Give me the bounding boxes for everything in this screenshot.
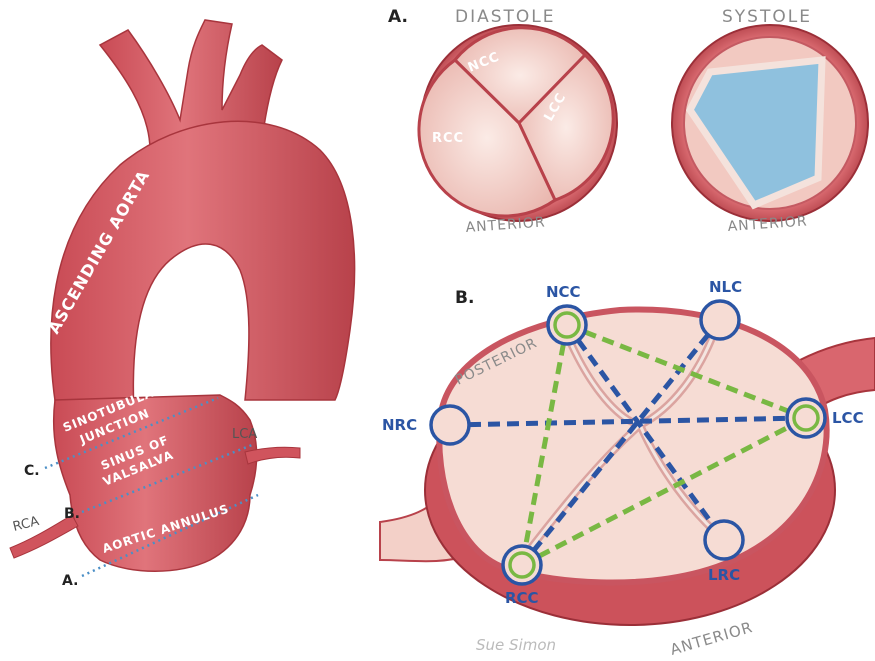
panel-b-label: B. (455, 288, 474, 308)
systole-valve: ANTERIOR (672, 25, 868, 235)
rca-label: RCA (11, 514, 40, 535)
valve-top-face (439, 310, 826, 583)
node-nlc-label: NLC (709, 278, 742, 296)
marker-b-label: B. (64, 506, 80, 522)
node-ncc (548, 306, 586, 344)
diastole-rcc-label: RCC (432, 131, 464, 146)
panel-a: A. DIASTOLE SYSTOLE NCC LCC RCC ANTERIOR… (388, 7, 868, 236)
marker-a-label: A. (62, 573, 78, 589)
anterior-label: ANTERIOR (668, 618, 755, 659)
lca-label: LCA (232, 427, 257, 442)
diastole-valve: NCC LCC RCC ANTERIOR (419, 25, 617, 236)
node-ncc-label: NCC (546, 283, 581, 301)
node-lrc-label: LRC (708, 566, 740, 584)
diastole-anterior-label: ANTERIOR (465, 214, 546, 236)
systole-title: SYSTOLE (722, 7, 812, 27)
node-rcc (503, 546, 541, 584)
node-lcc-label: LCC (832, 409, 864, 427)
panel-b: B. (380, 278, 875, 659)
node-lrc (705, 521, 743, 559)
aortic-arch (51, 121, 355, 430)
diastole-title: DIASTOLE (455, 7, 556, 27)
node-lcc (787, 399, 825, 437)
node-rcc-label: RCC (505, 589, 539, 607)
panel-a-label: A. (388, 7, 408, 27)
node-nrc-label: NRC (382, 416, 417, 434)
node-nlc (701, 301, 739, 339)
marker-c-label: C. (24, 463, 40, 479)
aorta-illustration: ASCENDING AORTA SINOTUBULAR JUNCTION SIN… (10, 20, 355, 589)
artist-signature: Sue Simon (476, 636, 556, 654)
node-nrc (431, 406, 469, 444)
